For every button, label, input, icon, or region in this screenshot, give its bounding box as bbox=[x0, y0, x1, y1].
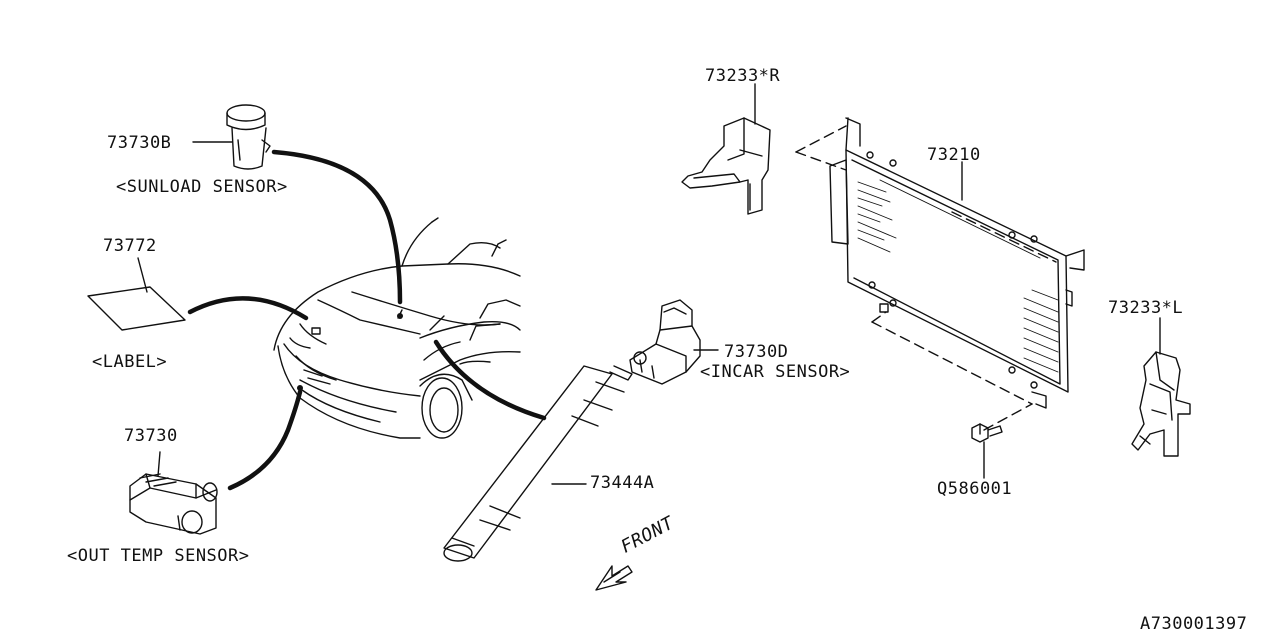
part-number-73730[interactable]: 73730 bbox=[124, 426, 178, 446]
part-number-q586001[interactable]: Q586001 bbox=[937, 479, 1013, 499]
leader-line bbox=[137, 257, 148, 293]
front-arrow-icon bbox=[595, 565, 633, 591]
part-number-73730d[interactable]: 73730D bbox=[724, 342, 789, 362]
vehicle-icon bbox=[273, 217, 521, 439]
diagram-id: A730001397 bbox=[1140, 614, 1248, 634]
bolt-icon[interactable] bbox=[971, 423, 1003, 443]
incar-sensor-icon[interactable] bbox=[629, 299, 701, 385]
part-number-73233l[interactable]: 73233*L bbox=[1108, 298, 1184, 318]
label-sticker-icon[interactable] bbox=[87, 286, 186, 331]
callout-points bbox=[297, 313, 403, 391]
part-number-73730b[interactable]: 73730B bbox=[107, 133, 172, 153]
alignment-lines bbox=[795, 125, 1057, 431]
leader-line bbox=[157, 451, 161, 477]
incar-sensor-caption: <INCAR SENSOR> bbox=[700, 362, 851, 382]
callout-arrows bbox=[187, 149, 547, 491]
part-number-73233r[interactable]: 73233*R bbox=[705, 66, 781, 86]
out-temp-sensor-icon[interactable] bbox=[129, 473, 218, 535]
sunload-sensor-caption: <SUNLOAD SENSOR> bbox=[116, 177, 288, 197]
bracket-right-icon[interactable] bbox=[681, 117, 771, 215]
part-number-73772[interactable]: 73772 bbox=[103, 236, 157, 256]
part-number-73210[interactable]: 73210 bbox=[927, 145, 981, 165]
condenser-fins bbox=[857, 179, 1059, 373]
part-number-73444a[interactable]: 73444A bbox=[590, 473, 655, 493]
condenser-icon[interactable] bbox=[829, 117, 1085, 409]
bracket-left-icon[interactable] bbox=[1131, 351, 1191, 457]
sunload-sensor-icon[interactable] bbox=[226, 104, 271, 170]
out-temp-sensor-caption: <OUT TEMP SENSOR> bbox=[67, 546, 250, 566]
aspirator-hose-icon[interactable] bbox=[443, 365, 633, 562]
label-caption: <LABEL> bbox=[92, 352, 168, 372]
